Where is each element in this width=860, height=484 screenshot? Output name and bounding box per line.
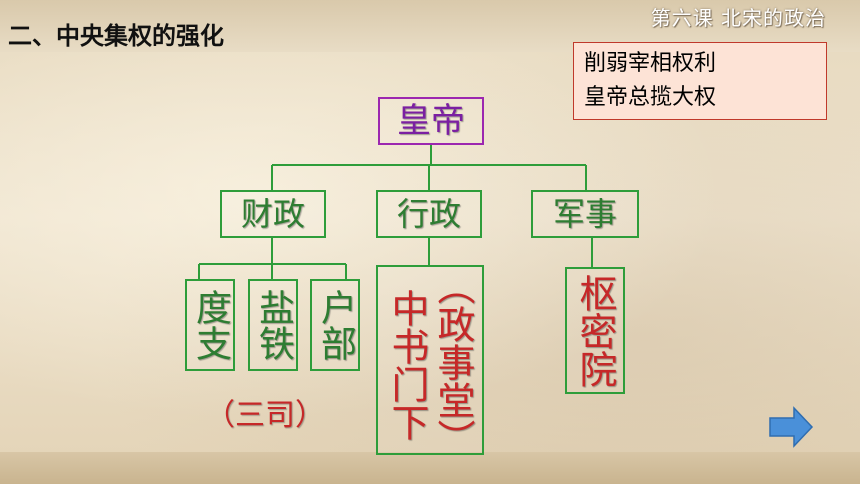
summary-box: 削弱宰相权利 皇帝总揽大权 — [573, 42, 827, 120]
yantie-box: 盐铁 — [248, 279, 298, 371]
military-box: 军事 — [531, 190, 639, 238]
section-heading: 二、中央集权的强化 — [8, 22, 224, 50]
sansi-label: （三司） — [205, 398, 325, 433]
shumiyuan-box: 枢密院 — [565, 267, 625, 394]
zhongshu-menxia-box: 中书门下 （政事堂） — [376, 265, 484, 457]
hubu-box: 户部 — [310, 279, 360, 371]
administration-box: 行政 — [376, 190, 482, 238]
bottom-band — [0, 452, 860, 484]
zhongshu-menxia-label: 中书门下 — [385, 289, 429, 441]
emperor-box: 皇帝 — [378, 97, 484, 145]
lesson-title: 第六课 北宋的政治 — [650, 6, 826, 30]
right-arrow-icon[interactable] — [768, 404, 814, 450]
next-slide-button[interactable] — [768, 404, 814, 450]
duzhi-box: 度支 — [185, 279, 235, 371]
summary-line-1: 削弱宰相权利 — [584, 51, 717, 76]
summary-line-2: 皇帝总揽大权 — [584, 85, 717, 110]
zhengshitang-label: （政事堂） — [431, 267, 475, 457]
finance-box: 财政 — [220, 190, 326, 238]
